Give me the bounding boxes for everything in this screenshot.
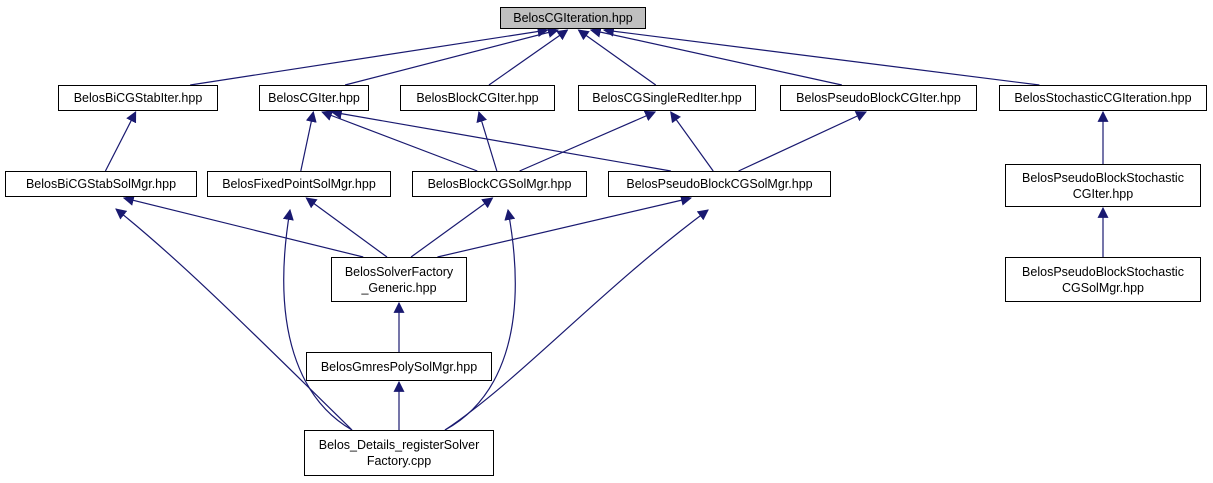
edge-solver-factory-generic-to-block-cg-solmgr [410,197,494,258]
node-belos-stochastic-cg-iteration[interactable]: BelosStochasticCGIteration.hpp [999,85,1207,111]
edge-fixed-point-solmgr-to-cg-iter [300,110,317,172]
edge-details-register-solver-factory-to-fixed-point-solmgr [282,208,353,431]
node-belos-pseudo-block-stochastic-cg-solmgr[interactable]: BelosPseudoBlockStochastic CGSolMgr.hpp [1005,257,1201,302]
node-belos-cg-single-red-iter[interactable]: BelosCGSingleRedIter.hpp [578,85,756,111]
node-belos-details-register-solver-factory[interactable]: Belos_Details_registerSolver Factory.cpp [304,430,494,476]
edge-cg-iter-to-root [344,27,559,86]
edge-pseudo-block-cg-solmgr-to-cg-iter [330,108,671,172]
node-belos-pseudo-block-stochastic-cg-iter[interactable]: BelosPseudoBlockStochastic CGIter.hpp [1005,164,1201,207]
edge-block-cg-solmgr-to-block-cg-iter [476,110,498,172]
node-belos-bicgstab-solmgr[interactable]: BelosBiCGStabSolMgr.hpp [5,171,197,197]
node-belos-solver-factory-generic[interactable]: BelosSolverFactory _Generic.hpp [331,257,467,302]
edge-details-register-solver-factory-to-block-cg-solmgr [444,208,516,431]
edge-cg-single-red-iter-to-root [577,29,657,86]
edge-solver-factory-generic-to-fixed-point-solmgr [305,197,388,258]
node-belos-pseudo-block-cg-iter[interactable]: BelosPseudoBlockCGIter.hpp [780,85,977,111]
node-belos-gmres-poly-solmgr[interactable]: BelosGmresPolySolMgr.hpp [306,352,492,381]
edge-stochastic-cg-iteration-to-root [602,25,1040,86]
edge-block-cg-iter-to-root [488,29,569,86]
node-belos-cg-iter[interactable]: BelosCGIter.hpp [259,85,369,111]
node-belos-bicgstab-iter[interactable]: BelosBiCGStabIter.hpp [58,85,218,111]
edge-details-register-solver-factory-to-bicgstab-solmgr [115,208,353,431]
node-belos-fixed-point-solmgr[interactable]: BelosFixedPointSolMgr.hpp [207,171,391,197]
node-belos-pseudo-block-cg-solmgr[interactable]: BelosPseudoBlockCGSolMgr.hpp [608,171,831,197]
edge-bicgstab-solmgr-to-bicgstab-iter [104,111,137,172]
edge-solver-factory-generic-to-bicgstab-solmgr [122,195,364,258]
node-belos-block-cg-solmgr[interactable]: BelosBlockCGSolMgr.hpp [412,171,587,197]
edge-pseudo-block-cg-iter-to-root [589,26,842,86]
edge-pseudo-block-cg-solmgr-to-pseudo-block-cg-iter [738,111,867,172]
edge-pseudo-block-cg-solmgr-to-cg-single-red-iter [670,111,714,172]
edge-solver-factory-generic-to-pseudo-block-cg-solmgr [437,194,692,258]
node-belos-cg-iteration[interactable]: BelosCGIteration.hpp [500,7,646,29]
node-belos-block-cg-iter[interactable]: BelosBlockCGIter.hpp [400,85,555,111]
edge-details-register-solver-factory-to-pseudo-block-cg-solmgr [444,209,709,431]
edge-block-cg-solmgr-to-cg-single-red-iter [519,110,657,172]
edge-bicgstab-iter-to-root [190,26,549,86]
edge-block-cg-solmgr-to-cg-iter [321,110,478,172]
